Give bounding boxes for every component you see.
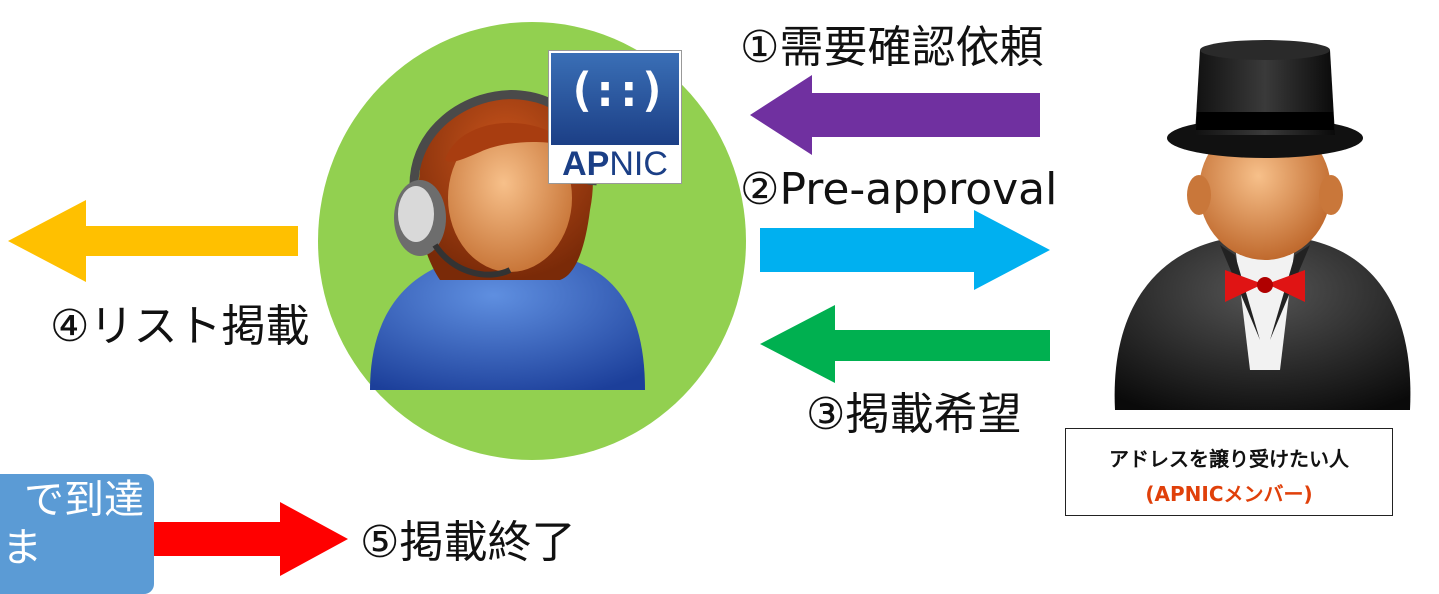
arrow-step1 bbox=[750, 75, 1040, 155]
apnic-logo: (::) APNIC bbox=[548, 50, 682, 184]
step5-label: ⑤掲載終了 bbox=[360, 517, 576, 568]
arrow-step5 bbox=[150, 502, 348, 576]
apnic-logo-ap: AP bbox=[562, 145, 610, 183]
recipient-label-line1: アドレスを譲り受けたい人 bbox=[1109, 447, 1349, 471]
apnic-logo-glyph: (::) bbox=[567, 63, 667, 117]
arrow-step2 bbox=[760, 210, 1050, 290]
partial-status-box: で到達 ま bbox=[0, 474, 154, 594]
apnic-logo-wordmark: APNIC bbox=[549, 147, 681, 181]
apnic-logo-nic: NIC bbox=[609, 145, 668, 183]
partial-status-line1: で到達 bbox=[24, 477, 144, 523]
top-hat-gentleman-icon bbox=[1114, 40, 1411, 410]
apnic-logo-graphic: (::) bbox=[551, 53, 679, 145]
step2-label: ②Pre-approval bbox=[740, 164, 1058, 215]
step4-label: ④リスト掲載 bbox=[50, 301, 310, 352]
arrow-step3 bbox=[760, 305, 1050, 383]
partial-status-line2: ま bbox=[2, 525, 42, 571]
recipient-label-box: アドレスを譲り受けたい人 (APNICメンバー) bbox=[1065, 428, 1393, 516]
step1-label: ①需要確認依頼 bbox=[740, 22, 1044, 73]
headset-operator-icon bbox=[370, 90, 645, 390]
arrow-step4 bbox=[8, 200, 298, 282]
step3-label: ③掲載希望 bbox=[806, 389, 1022, 440]
recipient-label-line2: (APNICメンバー) bbox=[1145, 482, 1313, 506]
